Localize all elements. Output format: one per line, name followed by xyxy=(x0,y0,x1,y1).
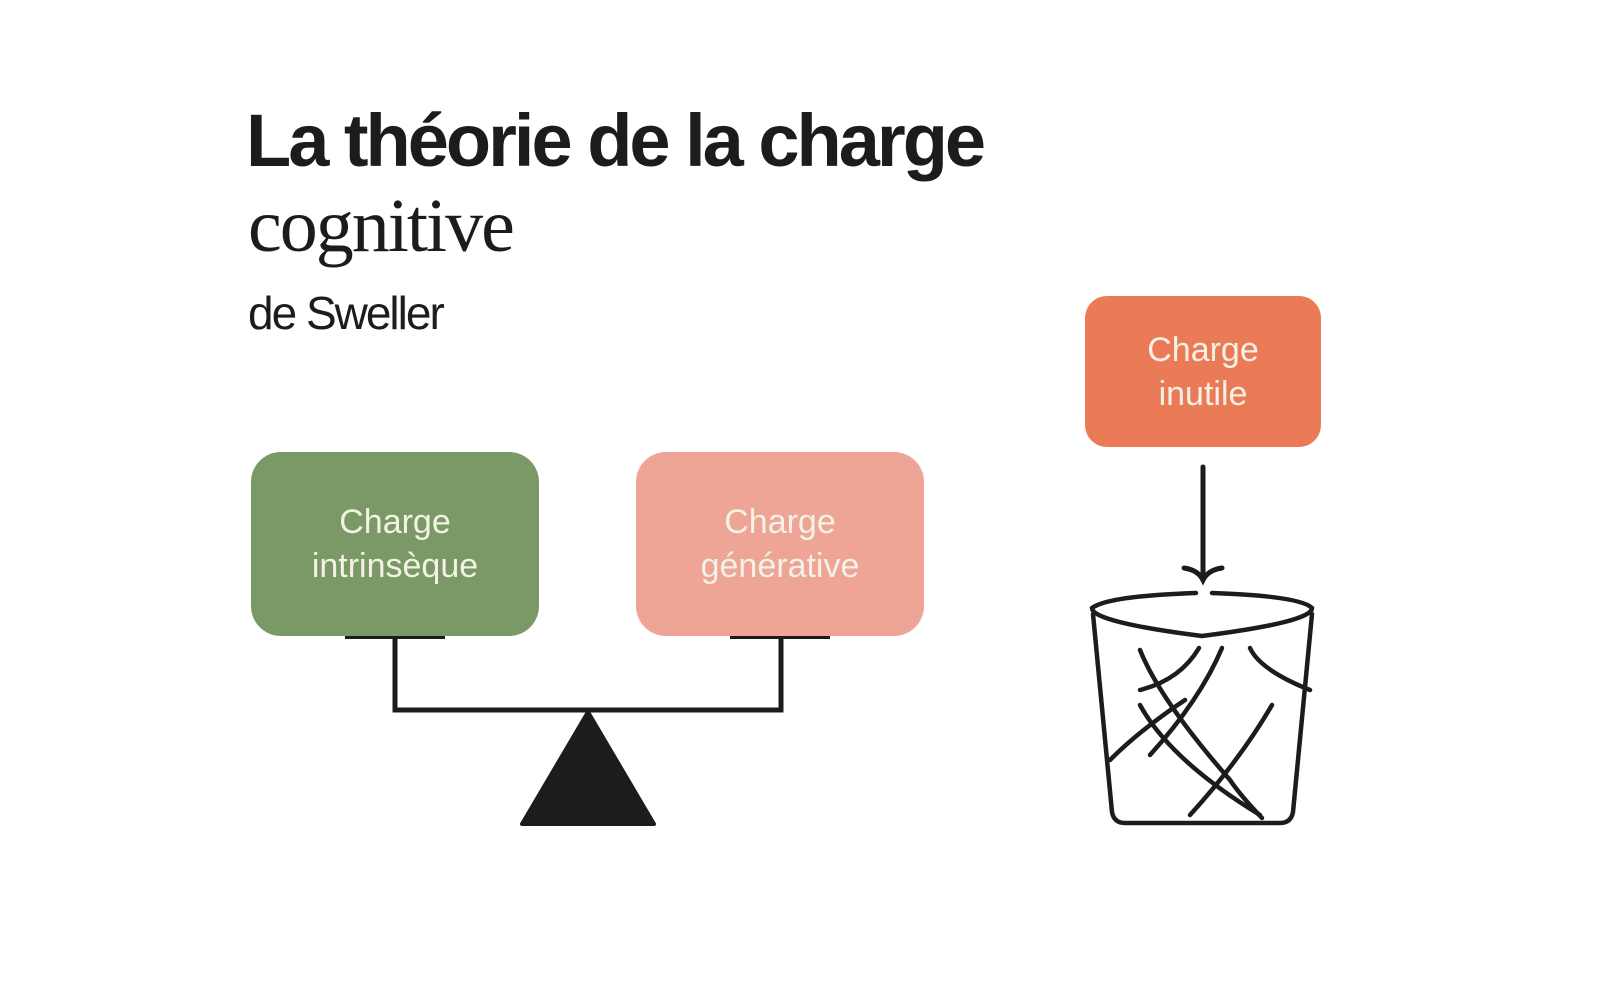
box-charge-inutile: Charge inutile xyxy=(1085,296,1321,447)
title-line-2: cognitive xyxy=(248,184,515,268)
box-label-line-1: Charge xyxy=(724,503,836,541)
title-line-1: La théorie de la charge xyxy=(246,99,986,182)
box-label-line-2: générative xyxy=(700,547,860,585)
box-label-line-2: inutile xyxy=(1158,374,1248,413)
arrow-down-icon xyxy=(1181,464,1225,586)
box-charge-intrinseque: Charge intrinsèque xyxy=(251,452,539,636)
subtitle: de Sweller xyxy=(248,287,445,339)
box-label-line-2: intrinsèque xyxy=(311,547,479,585)
box-label-line-1: Charge xyxy=(1147,330,1259,369)
balance-scale-icon xyxy=(345,633,830,826)
box-label-line-1: Charge xyxy=(339,503,451,541)
trash-basket-icon xyxy=(1089,590,1315,826)
box-charge-generative: Charge générative xyxy=(636,452,924,636)
